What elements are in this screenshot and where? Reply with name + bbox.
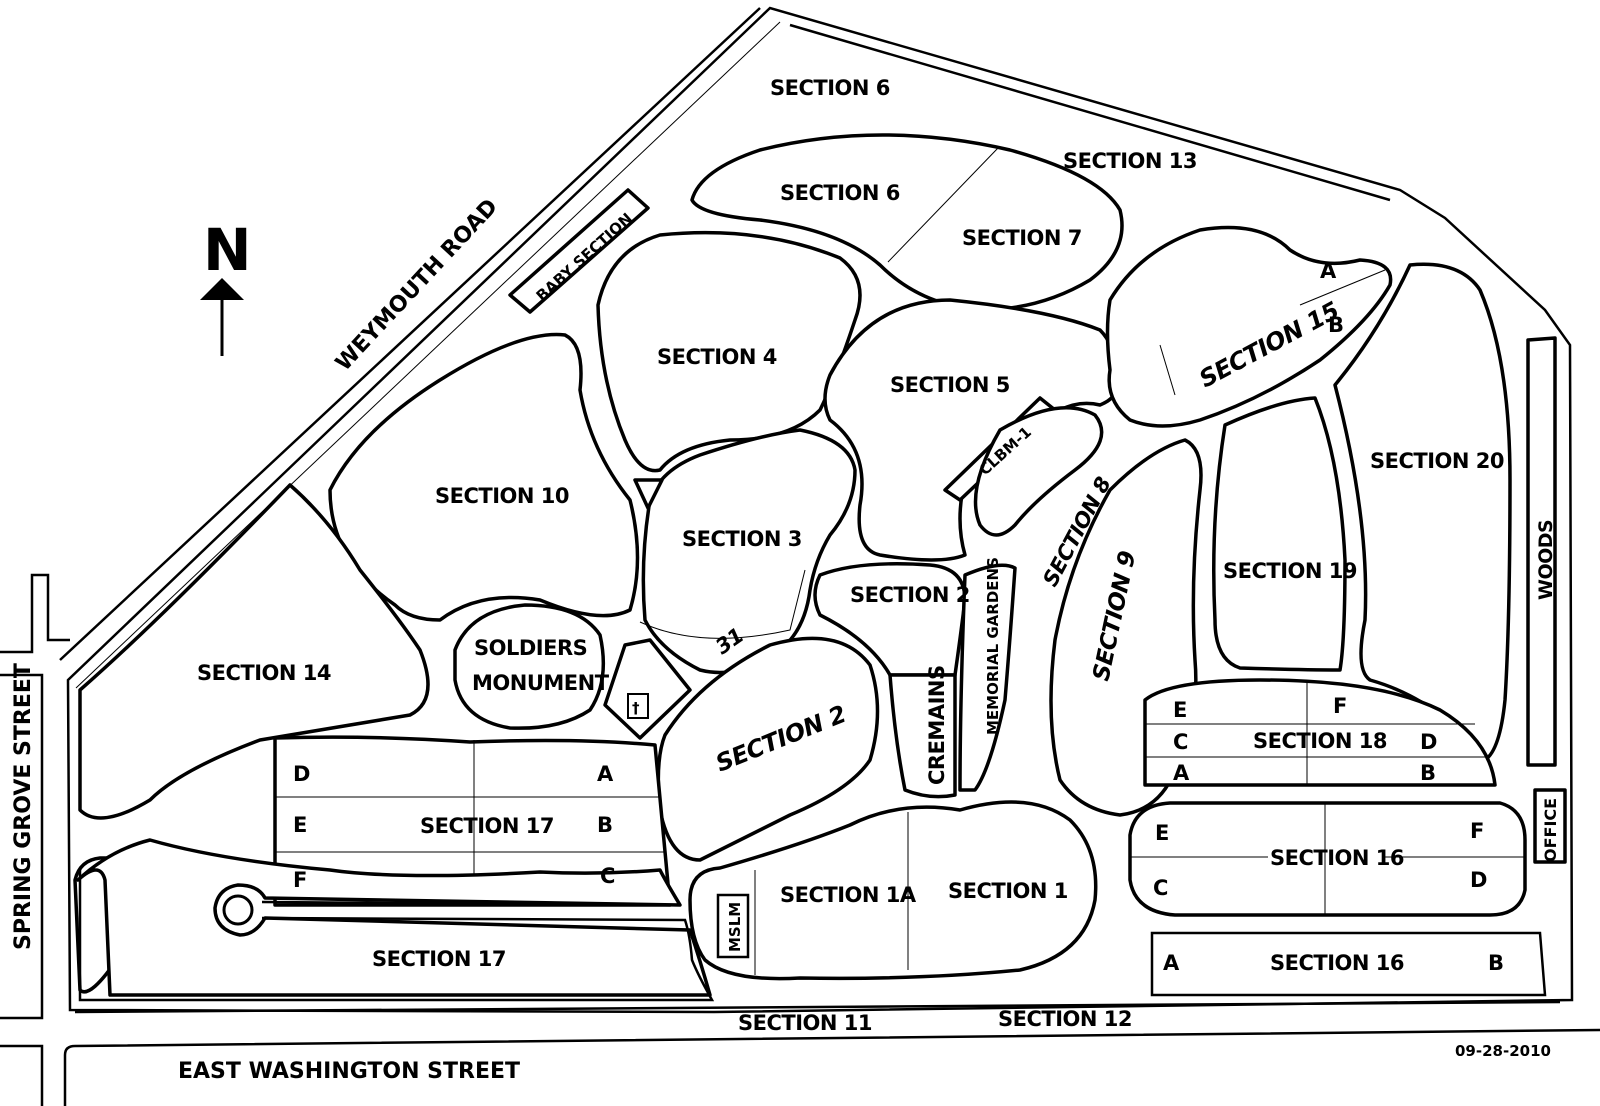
woods-label: WOODS (1535, 520, 1557, 600)
weymouth-road-label: WEYMOUTH ROAD (331, 194, 503, 376)
section-2-upper-label: SECTION 2 (850, 583, 970, 607)
section-5-label: SECTION 5 (890, 373, 1010, 397)
spring-grove-street: SPRING GROVE STREET (0, 573, 70, 1020)
section-15-a-label: A (1320, 259, 1337, 283)
section-18-a-label: A (1173, 761, 1190, 785)
section-17-f-label: F (293, 868, 307, 892)
north-label: N (203, 216, 252, 284)
section-18-e-label: E (1173, 698, 1187, 722)
mslm-label: MSLM (726, 902, 744, 952)
soldiers-monument-label-2: MONUMENT (472, 671, 610, 695)
cross-symbol: † (632, 699, 640, 717)
section-17-b-label: B (597, 813, 613, 837)
section-16-lower-b-label: B (1488, 951, 1504, 975)
section-6-label: SECTION 6 (780, 181, 900, 205)
cremains-label: CREMAINS (925, 665, 949, 785)
map-date: 09-28-2010 (1455, 1042, 1551, 1060)
section-16-f-label: F (1470, 819, 1484, 843)
section-4-label: SECTION 4 (657, 345, 777, 369)
section-17-e-label: E (293, 813, 307, 837)
section-14-label: SECTION 14 (197, 661, 331, 685)
section-16-lower-a-label: A (1163, 951, 1180, 975)
section-17-a-label: A (597, 762, 614, 786)
north-arrow: N (200, 216, 252, 356)
section-17-d-label: D (293, 762, 310, 786)
north-arrow-icon (200, 278, 244, 300)
section-1a-label: SECTION 1A (780, 883, 917, 907)
section-7-label: SECTION 7 (962, 226, 1082, 250)
section-18-d-label: D (1420, 730, 1437, 754)
soldiers-monument-label-1: SOLDIERS (474, 636, 587, 660)
section-13-label: SECTION 13 (1063, 149, 1197, 173)
east-washington-street: EAST WASHINGTON STREET (0, 1000, 1600, 1106)
section-12-label: SECTION 12 (998, 1007, 1132, 1031)
section-19-label: SECTION 19 (1223, 559, 1357, 583)
section-17-c-label: C (600, 864, 615, 888)
section-16-d-label: D (1470, 868, 1487, 892)
section-16-c-label: C (1153, 876, 1168, 900)
section-17-label: SECTION 17 (420, 814, 554, 838)
office-label: OFFICE (1541, 798, 1560, 862)
section-15-b-label: B (1328, 313, 1344, 337)
section-18-label: SECTION 18 (1253, 729, 1387, 753)
section-1-label: SECTION 1 (948, 879, 1068, 903)
spring-grove-street-label: SPRING GROVE STREET (11, 663, 36, 950)
section-18-c-label: C (1173, 730, 1188, 754)
memorial-gardens-label: MEMORIAL GARDENS (984, 557, 1002, 735)
section-6-top-label: SECTION 6 (770, 76, 890, 100)
section-blocks (73, 133, 1567, 1002)
section-18-b-label: B (1420, 761, 1436, 785)
section-16-label: SECTION 16 (1270, 846, 1404, 870)
section-16-lower-label: SECTION 16 (1270, 951, 1404, 975)
east-washington-street-label: EAST WASHINGTON STREET (178, 1059, 520, 1084)
section-10-label: SECTION 10 (435, 484, 569, 508)
section-3-label: SECTION 3 (682, 527, 802, 551)
section-11-label: SECTION 11 (738, 1011, 872, 1035)
section-16-e-label: E (1155, 821, 1169, 845)
section-17-lower-label: SECTION 17 (372, 947, 506, 971)
section-20-label: SECTION 20 (1370, 449, 1504, 473)
section-18-f-label: F (1333, 694, 1347, 718)
